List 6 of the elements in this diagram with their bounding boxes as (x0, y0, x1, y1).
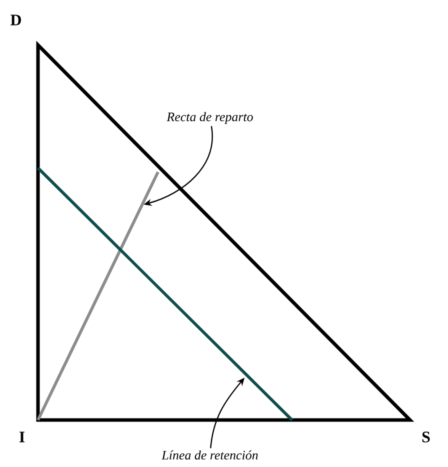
callout-label: Recta de reparto (166, 112, 253, 124)
callout-label: Línea de retención (162, 450, 258, 460)
vertex-label: S (422, 432, 430, 442)
retention-line (36, 166, 294, 422)
vertex-label: D (10, 14, 21, 26)
vertex-label: I (19, 432, 25, 442)
